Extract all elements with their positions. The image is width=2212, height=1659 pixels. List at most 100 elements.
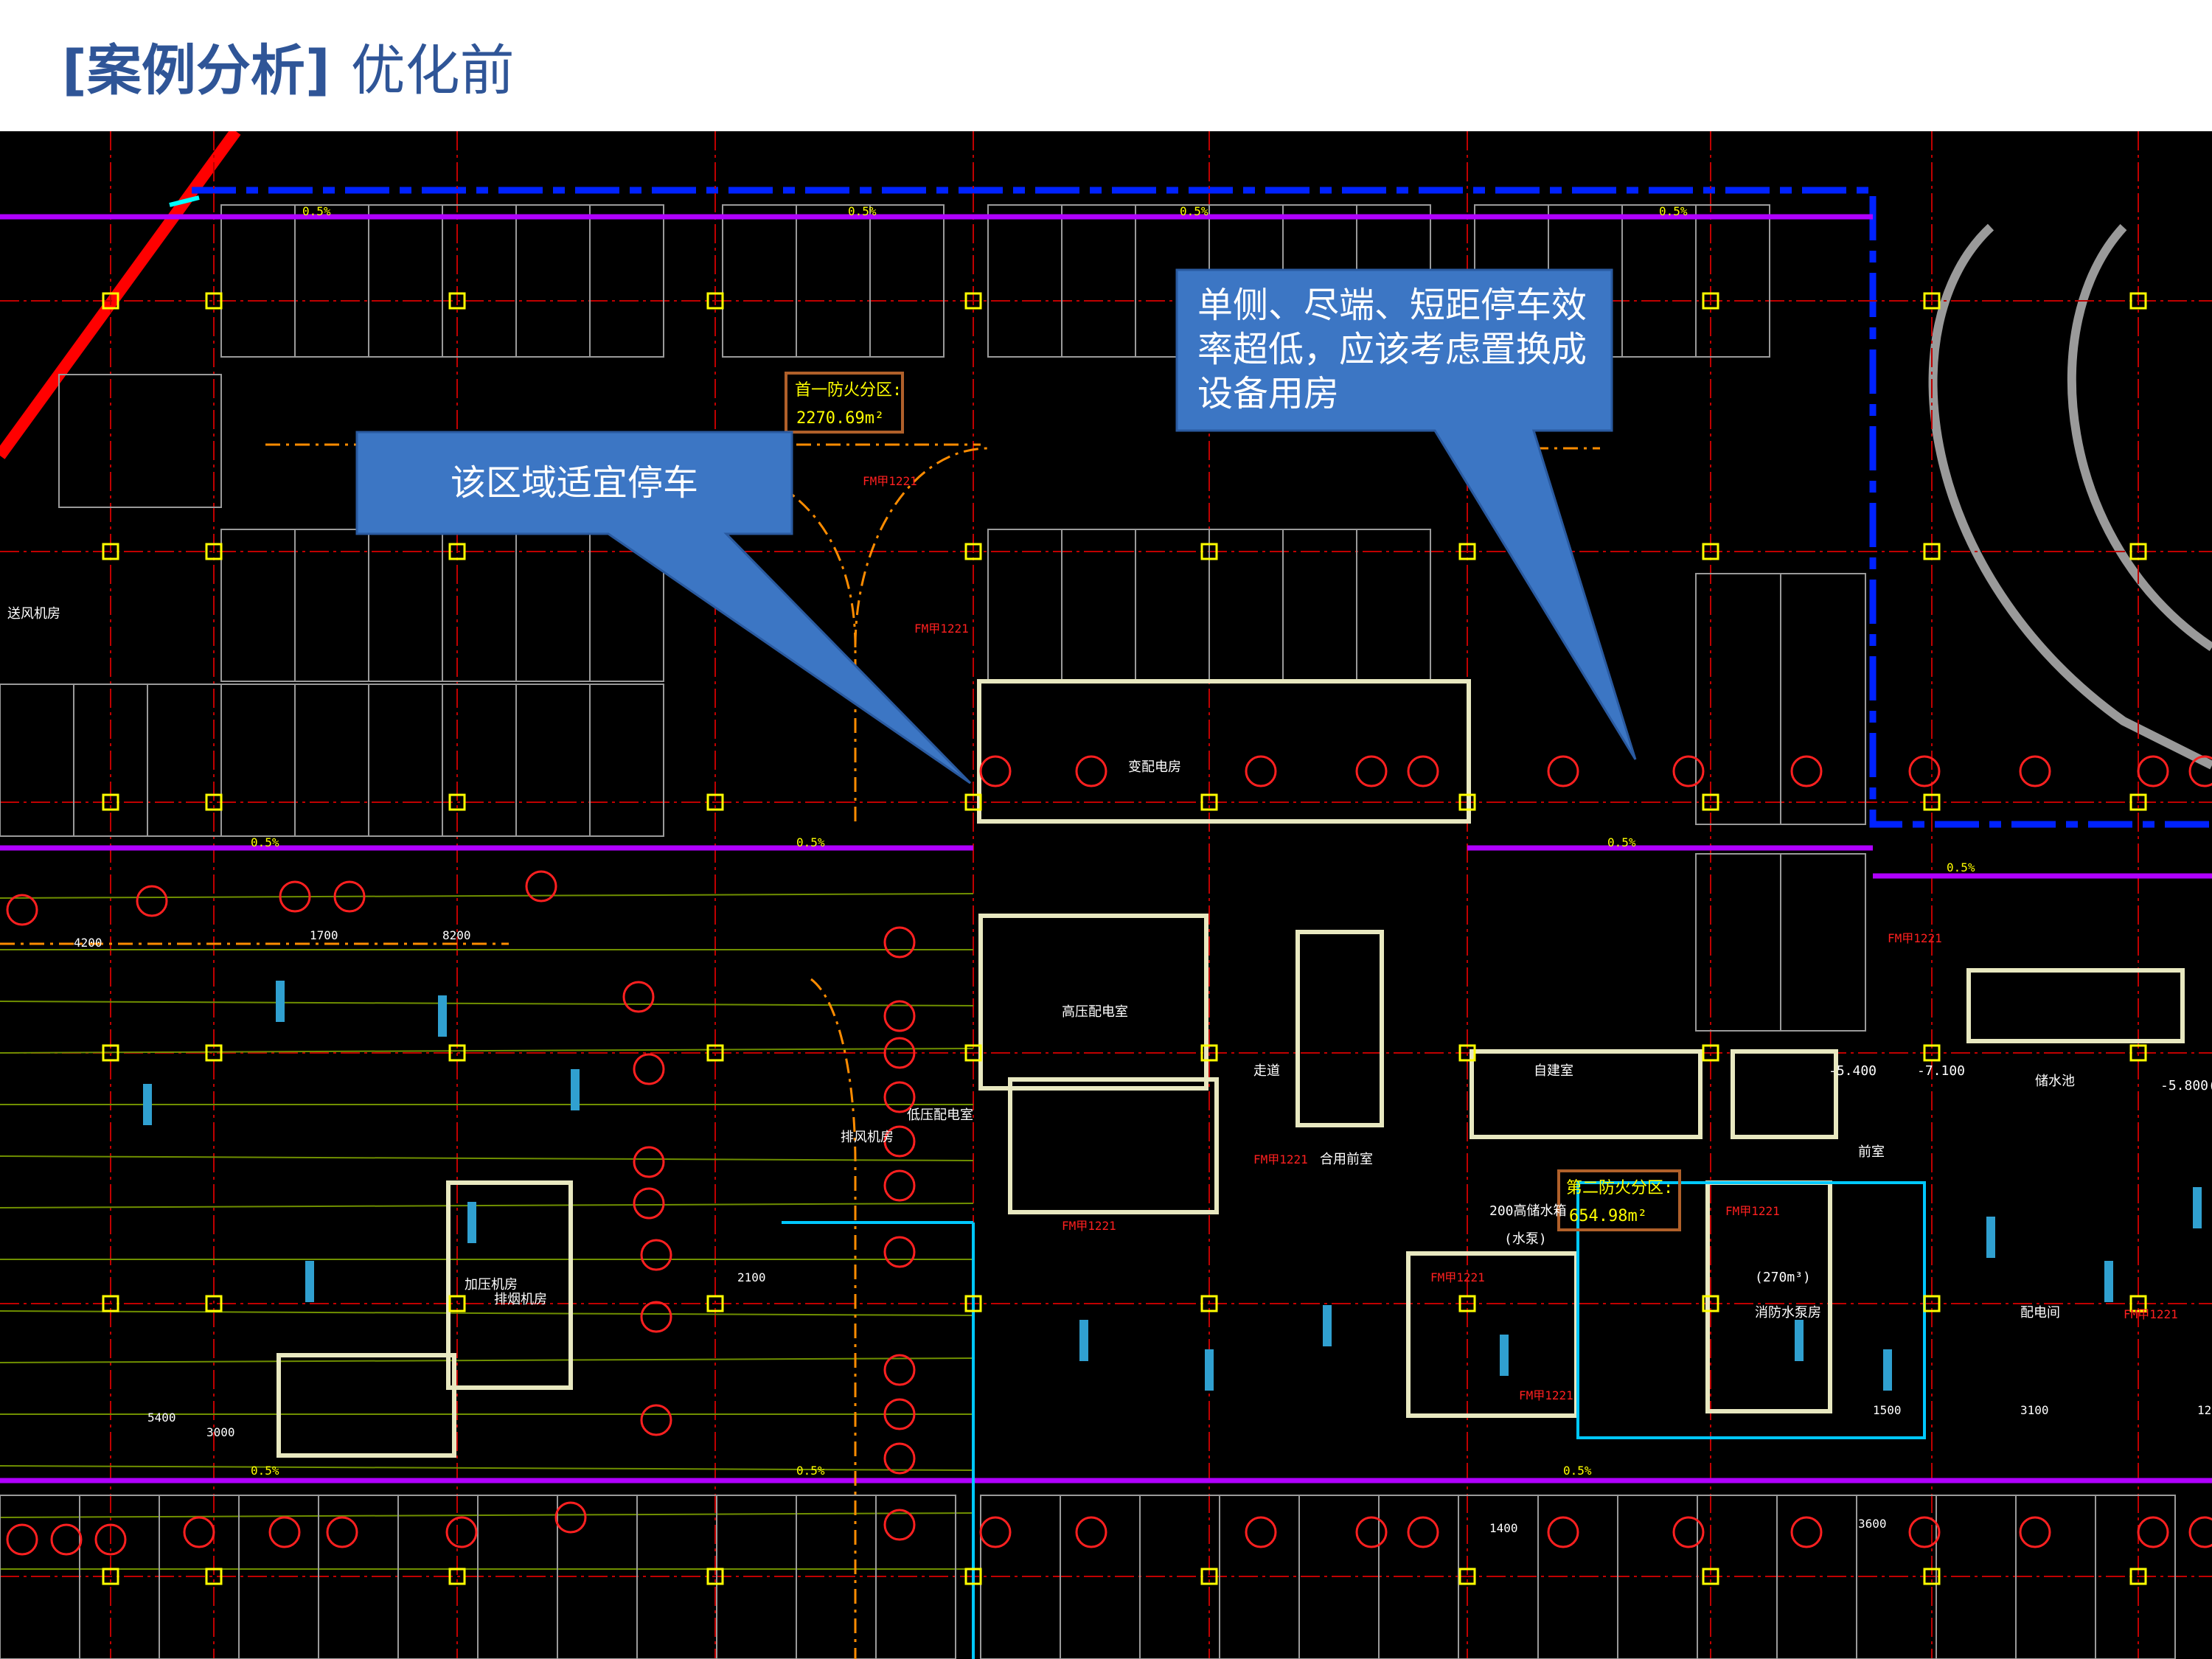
column	[102, 1044, 119, 1062]
column	[1200, 1295, 1218, 1312]
title-bracket: [案例分析]	[62, 39, 330, 102]
grid-bubble	[1075, 755, 1107, 787]
column	[205, 793, 223, 811]
column	[1200, 1568, 1218, 1585]
column	[448, 1295, 466, 1312]
column	[1923, 1295, 1941, 1312]
column	[143, 1084, 152, 1125]
grid-lines	[0, 131, 2212, 1659]
parking-slot	[589, 684, 664, 837]
column	[1200, 793, 1218, 811]
column	[1500, 1335, 1509, 1376]
parking-slot	[1695, 204, 1770, 358]
grid-bubble	[633, 1187, 665, 1220]
grid-bubble	[2019, 755, 2051, 787]
parking-slot	[515, 204, 591, 358]
grid-bubble	[1908, 755, 1941, 787]
grid-bubble	[883, 1354, 916, 1386]
column	[1986, 1217, 1995, 1258]
column	[1923, 793, 1941, 811]
grid-bubble	[268, 1516, 301, 1548]
room-label: -5.400	[1829, 1063, 1877, 1079]
column	[964, 292, 982, 310]
dimension-label: 1500	[1873, 1403, 1902, 1417]
grid-bubble	[640, 1301, 672, 1333]
column	[102, 543, 119, 560]
grid-bubble	[622, 981, 655, 1013]
column	[2129, 292, 2147, 310]
fire-zone-tags: 首一防火分区: 2270.69m² 第二防火分区: 654.98m²	[785, 372, 1681, 1231]
cad-drawing: 首一防火分区: 2270.69m² 第二防火分区: 654.98m² 0.5% 0…	[0, 131, 2212, 1659]
dimension-label: 1400	[1489, 1521, 1518, 1535]
parking-slot	[58, 374, 222, 508]
column	[1079, 1320, 1088, 1361]
room-label: 加压机房	[465, 1277, 518, 1293]
hatch-line	[0, 1001, 974, 1006]
column	[205, 1568, 223, 1585]
parking-slot	[1780, 853, 1866, 1032]
grid-bubble	[979, 1516, 1012, 1548]
cad-floor-plan: 首一防火分区: 2270.69m² 第二防火分区: 654.98m² 0.5% 0…	[0, 131, 2212, 1659]
slope-label: 0.5%	[302, 204, 331, 218]
parking-slot	[1695, 853, 1781, 1032]
grid-bubble	[94, 1523, 127, 1556]
slope-label: 0.5%	[1659, 204, 1688, 218]
grid-bubble	[1245, 755, 1277, 787]
parking-slot	[1780, 573, 1866, 825]
door-label: FM甲1221	[1430, 1270, 1485, 1284]
slope-label: 0.5%	[796, 835, 825, 849]
grid-bubble	[445, 1516, 478, 1548]
column	[706, 1568, 724, 1585]
parking-slot	[1061, 204, 1136, 358]
column	[102, 292, 119, 310]
grid-bubble	[1407, 1516, 1439, 1548]
grid-bubble	[979, 755, 1012, 787]
parking-slot	[442, 684, 517, 837]
door-label: FM甲1221	[1519, 1388, 1573, 1402]
slope-label: 0.5%	[1563, 1464, 1592, 1478]
dimension-label: 1700	[310, 928, 338, 942]
blue-boundary	[192, 187, 2212, 828]
column	[205, 292, 223, 310]
column	[1702, 793, 1719, 811]
dimension-label: 8200	[442, 928, 471, 942]
door-label: FM甲1221	[1888, 931, 1942, 945]
dimension-label: 3100	[2020, 1403, 2049, 1417]
column	[448, 1568, 466, 1585]
column	[205, 1295, 223, 1312]
grid-bubble	[883, 1037, 916, 1069]
parking-slot	[2095, 1495, 2176, 1659]
callout-text-2: 单侧、尽端、短距停车效率超低，应该考虑置换成设备用房	[1197, 285, 1587, 414]
dimension-label: 3000	[206, 1425, 235, 1439]
grid-bubble	[1355, 755, 1388, 787]
parking-slot	[220, 204, 296, 358]
room-label: -7.100	[1917, 1063, 1965, 1079]
column	[467, 1202, 476, 1243]
grid-bubble	[2188, 1516, 2212, 1548]
column	[2129, 1295, 2147, 1312]
hatch-line	[0, 1310, 974, 1316]
column	[1702, 1044, 1719, 1062]
column	[964, 1295, 982, 1312]
grid-bubble	[1547, 755, 1579, 787]
gray-ramp	[1928, 223, 2212, 770]
slope-label: 0.5%	[796, 1464, 825, 1478]
grid-bubble	[883, 926, 916, 959]
parking-slot	[147, 684, 222, 837]
column	[276, 981, 285, 1022]
title-subtitle: 优化前	[350, 39, 515, 102]
grid-bubble	[883, 1236, 916, 1268]
room-label: 变配电房	[1128, 759, 1181, 775]
column	[2129, 1568, 2147, 1585]
grid-bubble	[883, 1000, 916, 1032]
room-label: -5.800(标)	[2160, 1078, 2212, 1093]
slope-label: 0.5%	[1607, 835, 1636, 849]
grid-bubble	[1355, 1516, 1388, 1548]
column	[1323, 1305, 1332, 1346]
parking-slot	[1621, 204, 1697, 358]
callout-text-1: 该区域适宜停车	[450, 462, 698, 504]
zone2-name: 第二防火分区:	[1566, 1179, 1673, 1197]
column	[964, 1568, 982, 1585]
zone1-name: 首一防火分区:	[795, 381, 902, 400]
parking-slot	[294, 204, 369, 358]
